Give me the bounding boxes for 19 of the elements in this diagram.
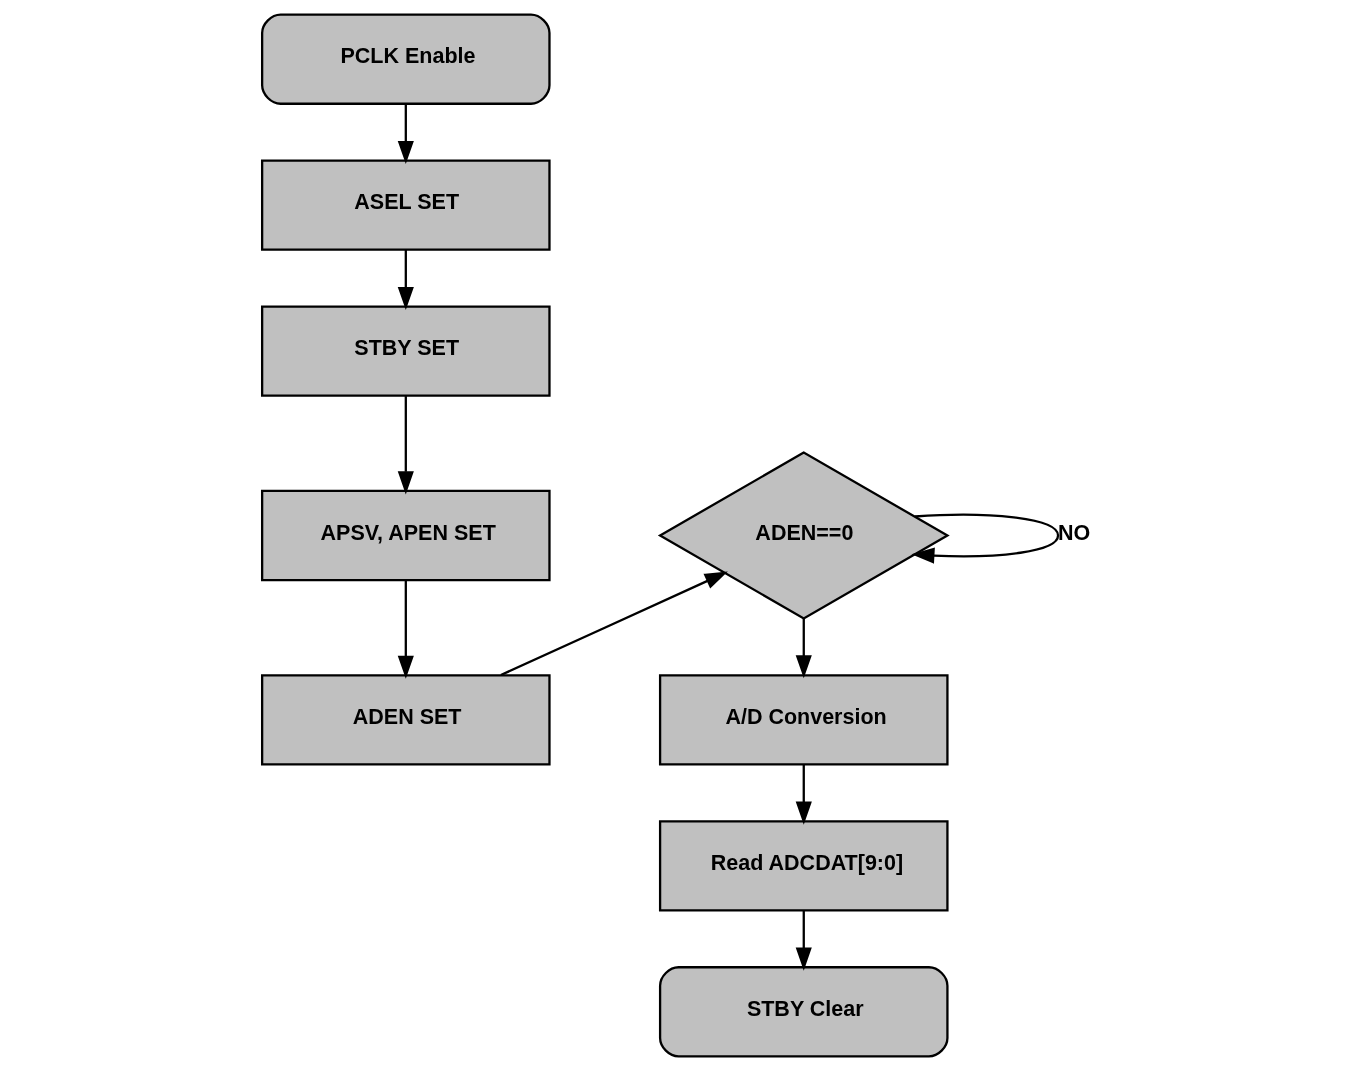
arrow [795, 618, 812, 679]
arrow [911, 513, 1060, 564]
node-box: APSV, APEN SET [261, 489, 551, 582]
arrow [397, 104, 414, 164]
node-diamond: ADEN==0 [657, 451, 950, 620]
arrow [397, 580, 414, 679]
arrow [397, 396, 414, 495]
edge-label: NO [1058, 520, 1091, 545]
node-box: ASEL SET [261, 159, 551, 251]
arrow [500, 571, 728, 677]
node-box: ADEN SET [261, 674, 551, 766]
node-box: PCLK Enable [261, 13, 551, 105]
arrow [397, 249, 414, 310]
node-box: A/D Conversion [658, 674, 949, 766]
arrow [795, 910, 812, 971]
node-box: STBY SET [261, 305, 551, 397]
node-box: Read ADCDAT[9:0] [658, 820, 949, 912]
node-box: STBY Clear [658, 966, 949, 1058]
arrow [795, 764, 812, 825]
